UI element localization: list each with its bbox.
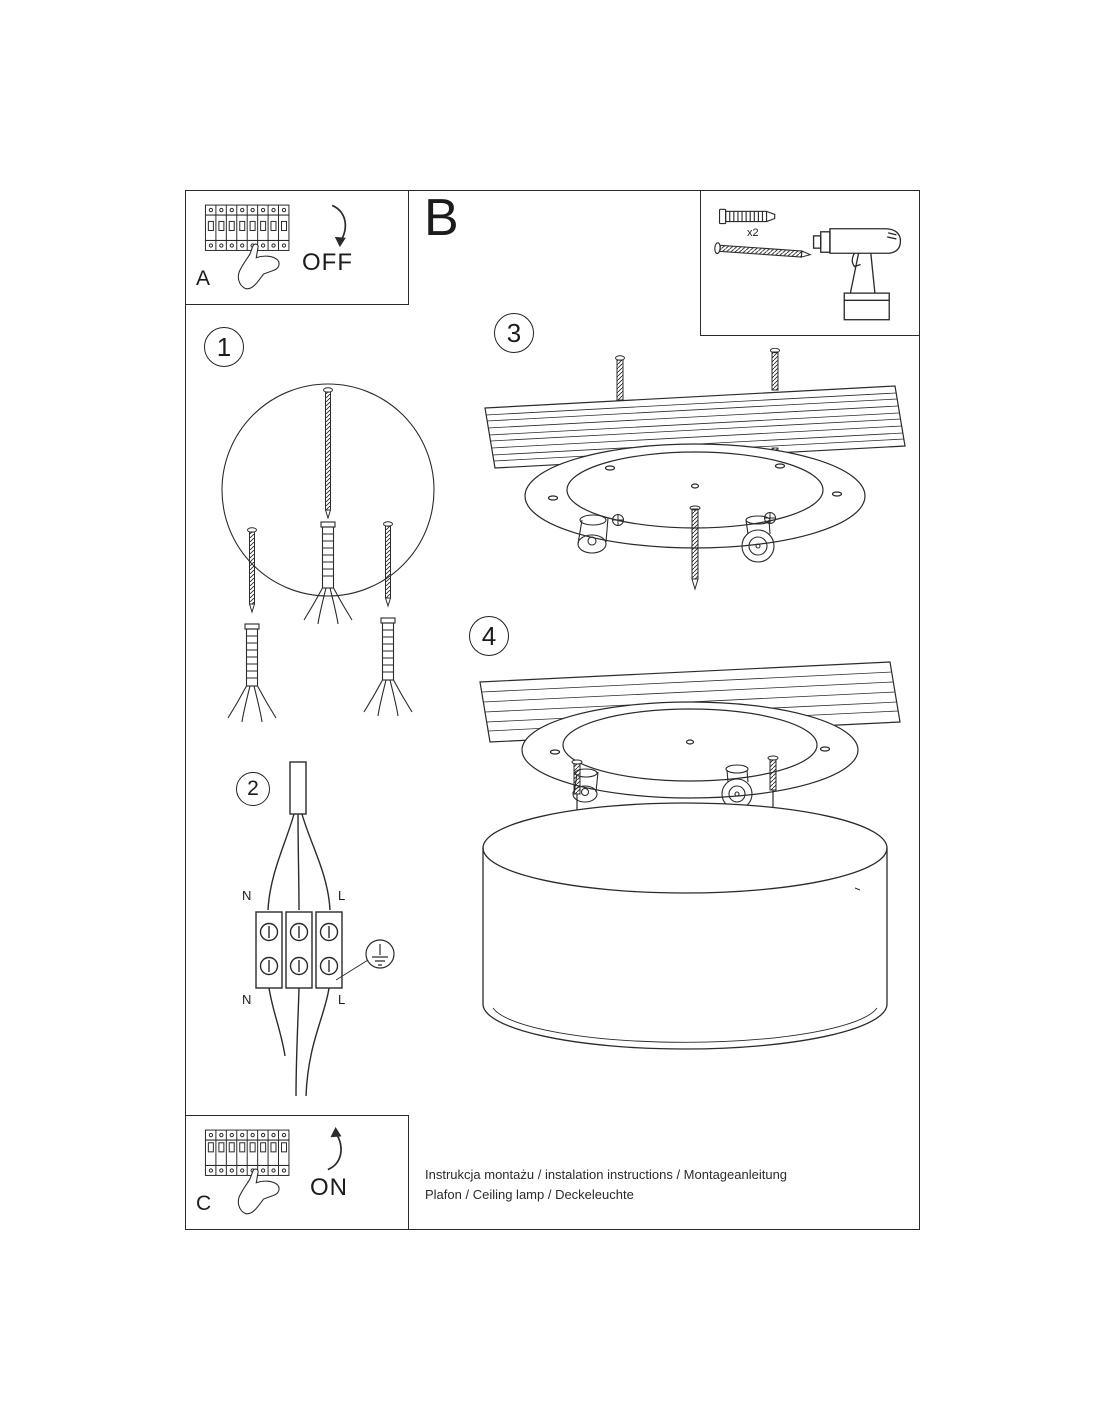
terminal-screws: [208, 1132, 287, 1173]
terminal-block: [255, 911, 343, 989]
circuit-breaker-illustration: [204, 204, 290, 290]
screw-icon: [714, 242, 812, 258]
wire-n-top-label: N: [242, 888, 252, 903]
lamp-socket-icon: [572, 768, 599, 803]
mounting-plate-shade-illustration: [479, 661, 901, 1050]
panel-c-label: C: [196, 1192, 212, 1215]
wires-top: [267, 813, 331, 911]
wall-plug-icon: [718, 208, 776, 225]
step-1-badge: 1: [204, 327, 244, 367]
hardware-kit-box: x2: [700, 190, 920, 336]
quantity-label: x2: [747, 227, 759, 239]
mounting-plate-top-illustration: [484, 348, 906, 591]
anchor-detail-illustration: [221, 383, 435, 723]
panel-c-box: ON C: [185, 1115, 409, 1230]
screw-icon: [615, 355, 625, 401]
pointing-hand-icon: [237, 1168, 280, 1215]
step-4-number: 4: [481, 620, 497, 651]
wire-l-bottom-label: L: [338, 992, 346, 1007]
lamp-socket-icon: [741, 515, 775, 563]
screw-icon: [689, 505, 701, 591]
wire-n-bottom-label: N: [242, 992, 252, 1007]
main-frame: [185, 190, 920, 1230]
screw-head-icon: [612, 512, 776, 526]
screw-icon: [770, 348, 780, 391]
cable-sheath: [289, 761, 307, 815]
wall-anchor-icon: [363, 617, 413, 717]
panel-a-label: A: [196, 267, 211, 290]
off-label: OFF: [302, 249, 353, 276]
step-1-number: 1: [216, 331, 232, 362]
screw-icon: [323, 387, 333, 520]
circuit-breaker-illustration: [204, 1129, 290, 1215]
step-2-badge: 2: [236, 772, 270, 806]
pointing-hand-icon: [237, 243, 280, 290]
wires-bottom: [268, 987, 330, 1097]
wall-anchor-icon: [303, 521, 353, 625]
ground-symbol-icon: [365, 939, 395, 969]
step-4-badge: 4: [469, 616, 509, 656]
step-3-number: 3: [506, 317, 522, 348]
panel-a-box: OFF A: [185, 190, 409, 305]
on-label: ON: [310, 1174, 348, 1201]
step-3-badge: 3: [494, 313, 534, 353]
lamp-shade-drum: [482, 802, 888, 1050]
curved-arrow-up-icon: [327, 1127, 342, 1171]
curved-arrow-down-icon: [331, 204, 347, 248]
hardware-kit-illustration: [714, 208, 902, 321]
breaker-levers: [207, 220, 287, 231]
lamp-socket-icon: [577, 514, 609, 554]
wall-anchor-icon: [227, 623, 277, 723]
wiring-illustration: [255, 761, 395, 1097]
footer-line-1: Instrukcja montażu / instalation instruc…: [425, 1167, 788, 1182]
letter-b-label: B: [424, 189, 459, 247]
breaker-levers: [207, 1142, 287, 1153]
wire-l-top-label: L: [338, 888, 346, 903]
screw-icon: [383, 521, 393, 608]
zoom-circle: [221, 383, 435, 597]
drill-icon: [812, 228, 902, 321]
footer-instructions: Instrukcja montażu / instalation instruc…: [425, 1165, 905, 1205]
ground-lead: [335, 959, 369, 981]
screw-icon: [247, 527, 257, 614]
mounting-ring: [521, 701, 859, 799]
ceiling-plate: [484, 385, 906, 469]
step-2-number: 2: [247, 777, 259, 800]
footer-line-2: Plafon / Ceiling lamp / Deckeleuchte: [425, 1187, 634, 1203]
